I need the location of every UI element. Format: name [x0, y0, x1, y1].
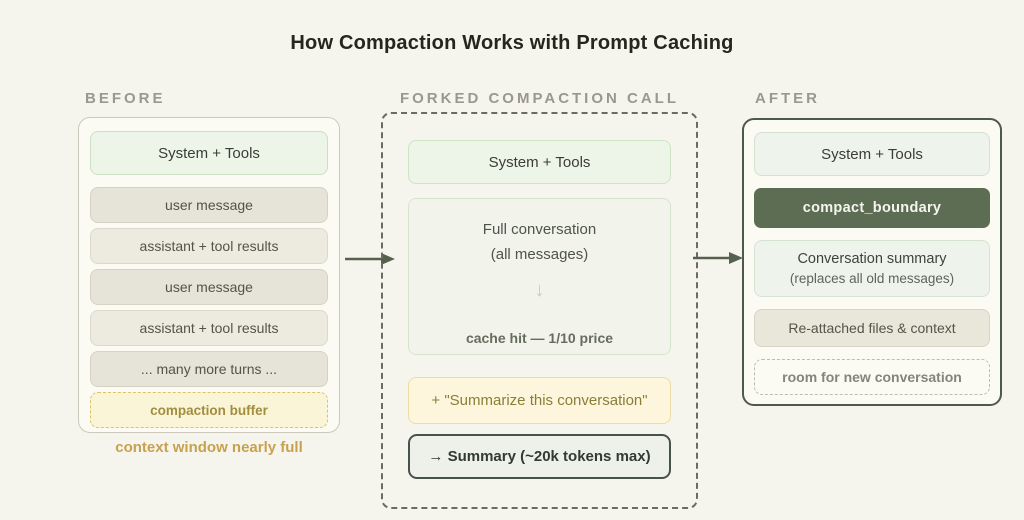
after-box-reattached-files: Re-attached files & context [754, 309, 990, 347]
forked-section-label: FORKED COMPACTION CALL [399, 90, 680, 107]
after-box-room-for-new-conversation: room for new conversation [754, 359, 990, 395]
down-arrow-icon: ↓ [534, 279, 545, 301]
after-box-system-tools: System + Tools [754, 132, 990, 176]
cache-hit-note: cache hit — 1/10 price [465, 330, 614, 346]
after-panel: System + Tools compact_boundary Conversa… [742, 118, 1002, 406]
before-panel: System + Tools user message assistant + … [78, 117, 340, 433]
conversation-summary-line2: (replaces all old messages) [789, 271, 955, 286]
before-box-user-message-1: user message [90, 187, 328, 223]
forked-panel: System + Tools Full conversation (all me… [381, 112, 698, 509]
after-section-label: AFTER [755, 90, 820, 107]
before-section-label: BEFORE [85, 90, 166, 107]
before-box-many-more-turns: ... many more turns ... [90, 351, 328, 387]
after-box-compact-boundary: compact_boundary [754, 188, 990, 228]
before-box-assistant-results-1: assistant + tool results [90, 228, 328, 264]
before-box-assistant-results-2: assistant + tool results [90, 310, 328, 346]
before-box-compaction-buffer: compaction buffer [90, 392, 328, 428]
conversation-summary-line1: Conversation summary [797, 251, 947, 267]
flow-arrow-icon [345, 253, 395, 265]
full-conversation-line2: (all messages) [490, 246, 589, 263]
before-box-system-tools: System + Tools [90, 131, 328, 175]
forked-box-system-tools: System + Tools [408, 140, 671, 184]
full-conversation-line1: Full conversation [482, 221, 597, 238]
forked-box-summarize-prompt: + "Summarize this conversation" [408, 377, 671, 424]
flow-arrow-icon [693, 252, 743, 264]
before-box-user-message-2: user message [90, 269, 328, 305]
before-caption: context window nearly full [115, 439, 303, 456]
diagram-title: How Compaction Works with Prompt Caching [290, 32, 734, 54]
forked-box-summary-result: → Summary (~20k tokens max) [408, 434, 671, 479]
forked-box-full-conversation: Full conversation (all messages) ↓ cache… [408, 198, 671, 355]
after-box-conversation-summary: Conversation summary (replaces all old m… [754, 240, 990, 297]
